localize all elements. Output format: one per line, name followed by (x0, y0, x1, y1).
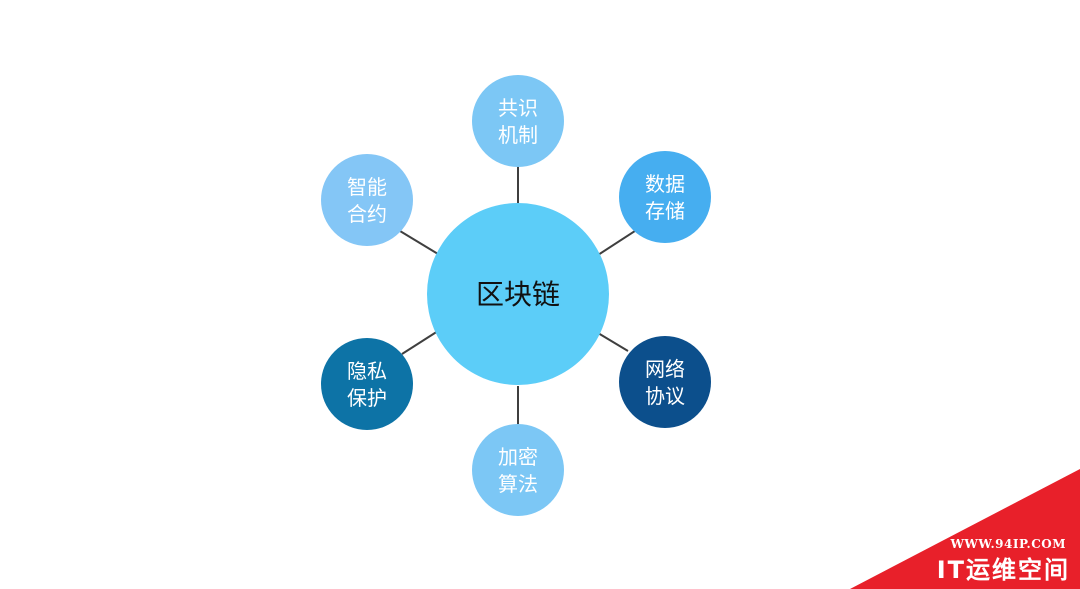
node-network-label-line1: 网络 (645, 357, 685, 381)
node-crypto-label-line1: 加密 (498, 445, 538, 469)
node-crypto-circle (472, 424, 564, 516)
node-contract-label-line2: 合约 (347, 202, 387, 226)
center-node: 区块链 (427, 203, 609, 385)
node-storage: 数据 存储 (619, 151, 711, 243)
node-storage-circle (619, 151, 711, 243)
connector-network (597, 332, 629, 352)
node-crypto: 加密 算法 (472, 424, 564, 516)
center-circle (427, 203, 609, 385)
node-network-circle (619, 336, 711, 428)
node-contract-label-line1: 智能 (347, 175, 387, 199)
node-consensus: 共识 机制 (472, 75, 564, 167)
node-privacy-circle (321, 338, 413, 430)
node-contract: 智能 合约 (321, 154, 413, 246)
watermark-url: WWW.94IP.COM (950, 537, 1066, 551)
center-label: 区块链 (476, 278, 560, 311)
node-contract-circle (321, 154, 413, 246)
node-network-label-line2: 协议 (645, 384, 685, 408)
watermark: WWW.94IP.COM IT运维空间 (850, 469, 1080, 589)
connector-storage (597, 228, 639, 256)
watermark-triangle (850, 469, 1080, 589)
node-privacy: 隐私 保护 (321, 338, 413, 430)
node-privacy-label-line1: 隐私 (347, 359, 387, 383)
node-storage-label-line2: 存储 (645, 199, 685, 223)
node-privacy-label-line2: 保护 (347, 386, 387, 410)
connectors (399, 165, 639, 428)
node-consensus-label-line1: 共识 (498, 96, 538, 120)
node-network: 网络 协议 (619, 336, 711, 428)
connector-privacy (401, 330, 439, 355)
connector-contract (399, 230, 439, 255)
watermark-brand: IT运维空间 (936, 556, 1070, 584)
node-crypto-label-line2: 算法 (498, 472, 538, 496)
node-storage-label-line1: 数据 (645, 172, 685, 196)
node-consensus-circle (472, 75, 564, 167)
node-consensus-label-line2: 机制 (498, 123, 538, 147)
